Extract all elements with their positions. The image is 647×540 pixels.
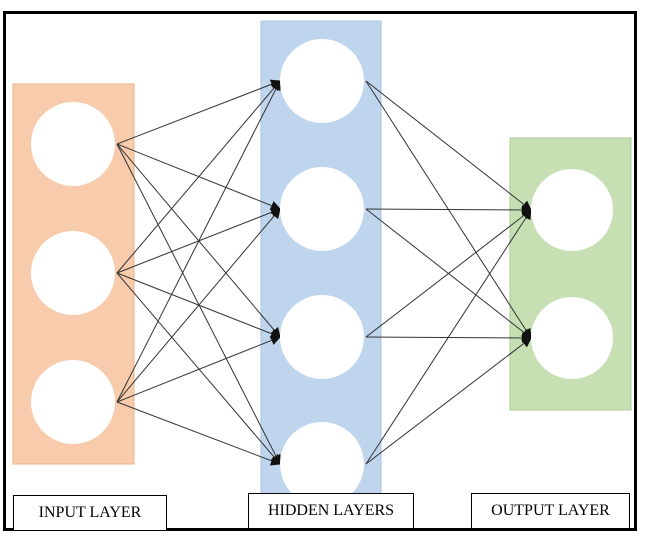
edge-input-1-hidden-1 bbox=[116, 79, 281, 145]
edge-hidden-1-output-1 bbox=[365, 80, 532, 211]
edge-hidden-4-output-2 bbox=[365, 337, 532, 465]
connections bbox=[116, 79, 532, 466]
edge-input-2-hidden-4 bbox=[116, 272, 281, 465]
hidden-node-3 bbox=[280, 295, 364, 379]
edge-input-2-hidden-1 bbox=[116, 80, 281, 274]
edge-hidden-4-output-1 bbox=[365, 209, 532, 465]
hidden-node-2 bbox=[280, 167, 364, 251]
edge-input-3-hidden-4 bbox=[116, 401, 281, 466]
input-node-2 bbox=[31, 231, 115, 315]
hidden-layers-label: HIDDEN LAYERS bbox=[248, 493, 414, 529]
output-node-1 bbox=[531, 169, 613, 251]
output-node-2 bbox=[531, 297, 613, 379]
input-node-1 bbox=[31, 102, 115, 186]
output-layer-label: OUTPUT LAYER bbox=[471, 493, 630, 529]
edge-hidden-3-output-1 bbox=[365, 209, 532, 338]
edge-hidden-2-output-1 bbox=[365, 204, 532, 215]
hidden-node-1 bbox=[280, 39, 364, 123]
edge-input-3-hidden-3 bbox=[116, 335, 281, 403]
hidden-node-4 bbox=[280, 422, 364, 506]
neurons bbox=[31, 39, 613, 506]
input-node-3 bbox=[31, 360, 115, 444]
edge-input-1-hidden-4 bbox=[116, 143, 281, 465]
edge-input-3-hidden-2 bbox=[116, 208, 281, 403]
edge-input-3-hidden-1 bbox=[116, 80, 281, 403]
input-layer-label: INPUT LAYER bbox=[13, 495, 167, 531]
